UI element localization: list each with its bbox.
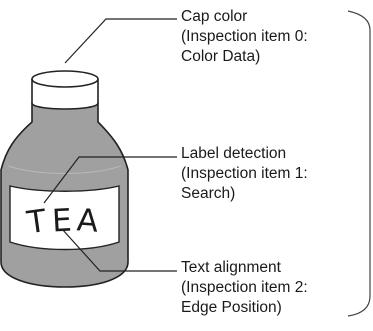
callout-label-detection: Label detection (Inspection item 1: Sear… <box>181 144 308 204</box>
label-letter-a: A <box>76 202 100 239</box>
label-letter-e: E <box>51 203 72 240</box>
bottle-label-panel <box>9 185 120 251</box>
callout-cap-color: Cap color (Inspection item 0: Color Data… <box>181 7 308 67</box>
bottle: T E A <box>0 70 129 288</box>
callout-title: Cap color <box>181 8 248 25</box>
callout-detail: Color Data) <box>181 48 261 65</box>
callout-detail: Edge Position) <box>181 299 282 316</box>
leader-line-cap <box>64 18 177 64</box>
bottle-cap <box>31 70 99 110</box>
leader-line-text <box>61 228 177 272</box>
callout-detail: (Inspection item 0: <box>181 28 308 45</box>
callout-detail: (Inspection item 1: <box>181 165 308 182</box>
callout-detail: (Inspection item 2: <box>181 279 308 296</box>
callout-title: Text alignment <box>181 259 281 276</box>
callout-text-alignment: Text alignment (Inspection item 2: Edge … <box>181 258 308 318</box>
right-bracket <box>347 10 371 317</box>
callout-detail: Search) <box>181 185 236 202</box>
leader-line-label <box>43 156 177 204</box>
callout-title: Label detection <box>181 145 287 162</box>
